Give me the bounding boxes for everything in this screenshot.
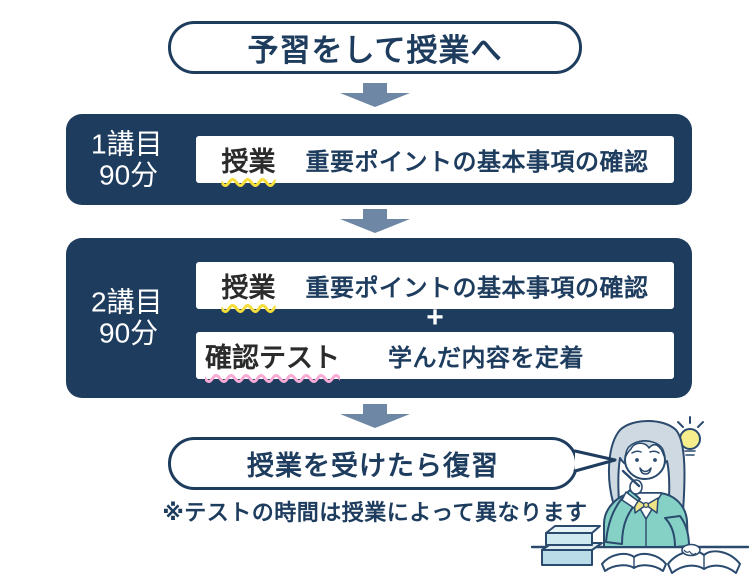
student-character (603, 420, 690, 548)
speech-bubble-tail (573, 449, 617, 473)
down-arrow-icon (340, 404, 410, 428)
step2-duration: 2講目 90分 (91, 287, 163, 350)
step1-item: 授業 重要ポイントの基本事項の確認 (196, 136, 674, 183)
book-stack (541, 525, 603, 566)
top-pill-label: 予習をして授業へ (247, 33, 503, 68)
student-illustration (530, 416, 750, 574)
step1-item-keyword: 授業 (221, 147, 276, 177)
open-books (601, 543, 741, 574)
step1-box: 1講目 90分 授業 重要ポイントの基本事項の確認 (66, 114, 692, 205)
step1-duration: 1講目 90分 (91, 128, 163, 191)
step2-item1: 授業 重要ポイントの基本事項の確認 (196, 262, 674, 309)
bottom-speech-bubble: 授業を受けたら復習 (168, 437, 578, 490)
step1-duration-line2: 90分 (99, 159, 159, 191)
lightbulb-icon (677, 416, 704, 456)
plus-sign: + (426, 301, 444, 334)
step1-duration-line1: 1講目 (91, 128, 163, 160)
step1-item-description: 重要ポイントの基本事項の確認 (305, 149, 649, 176)
bottom-bubble-label: 授業を受けたら復習 (247, 451, 499, 481)
down-arrow-icon (340, 209, 410, 233)
step2-item2-keyword: 確認テスト (205, 343, 340, 373)
step2-item1-keyword: 授業 (221, 273, 276, 303)
step2-item1-description: 重要ポイントの基本事項の確認 (305, 275, 649, 302)
pencil-icon (621, 469, 641, 488)
step2-item2: 確認テスト 学んだ内容を定着 (196, 332, 674, 379)
step2-duration-line2: 90分 (99, 318, 159, 349)
step2-item2-description: 学んだ内容を定着 (388, 345, 584, 372)
step2-box: 2講目 90分 授業 重要ポイントの基本事項の確認 + 確認テスト 学んだ内容を… (66, 238, 692, 398)
step2-duration-line1: 2講目 (91, 286, 163, 318)
down-arrow-icon (340, 83, 410, 107)
footnote: ※テストの時間は授業によって異なります (162, 500, 588, 525)
top-pill-prepare: 予習をして授業へ (168, 21, 582, 74)
